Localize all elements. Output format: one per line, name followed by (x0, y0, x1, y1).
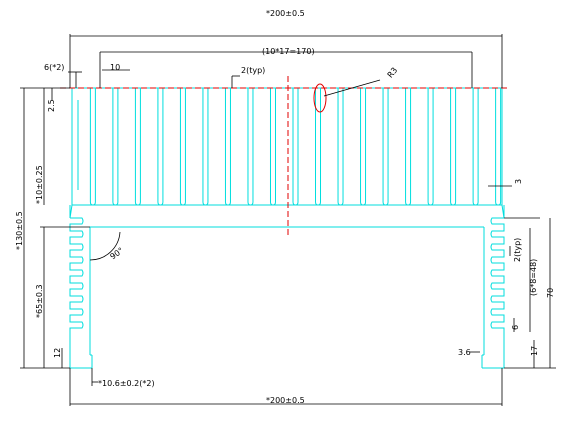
fin-slot (427, 88, 434, 206)
fin-slot (405, 88, 412, 206)
left-leg-teeth (69, 217, 84, 368)
dim-base-thickness: *10±0.25 (35, 165, 44, 204)
fin-slot (360, 88, 367, 206)
angle-arc (89, 231, 121, 261)
fin-slot (337, 88, 344, 206)
fin-slot (495, 88, 502, 206)
fin-slot (89, 88, 96, 206)
right-leg-teeth (490, 217, 505, 368)
dim-right-gap: 2(typ) (513, 238, 522, 262)
fin-slot (315, 88, 322, 206)
fin-slot (134, 88, 141, 206)
fin-slot (202, 88, 209, 206)
dim-overall-height: *130±0.5 (15, 211, 24, 250)
fin-slot (269, 88, 276, 206)
dim-bottom-overall: *200±0.5 (266, 396, 305, 405)
fin-slot (112, 88, 119, 206)
dim-foot-width: *10.6±0.2(*2) (98, 379, 155, 388)
fin-slot (224, 88, 231, 206)
fin-slot (292, 88, 299, 206)
dim-right-inset: 3 (514, 179, 523, 184)
fin-slot (472, 88, 479, 206)
heatsink-profile (69, 87, 505, 369)
dim-right-height: 70 (546, 288, 555, 298)
left-corner (69, 204, 73, 219)
fin-slot (247, 88, 254, 206)
dim-fin-span: (10*17=170) (262, 47, 315, 56)
fin-slot (450, 88, 457, 206)
dim-edge-fin: 6(*2) (44, 63, 64, 72)
right-corner (501, 204, 505, 219)
dim-right-span: (6*8=48) (529, 259, 538, 296)
fin-slot (157, 88, 164, 206)
centerlines (60, 76, 508, 238)
dim-leg-bottom: 12 (53, 348, 62, 358)
dim-right-bottom: 17 (530, 346, 539, 356)
highlight-ellipse (313, 83, 327, 113)
fin-slot (179, 88, 186, 206)
dim-angle: 90° (108, 246, 125, 262)
dim-right-tooth: 6 (511, 325, 520, 330)
dim-top-overall: *200±0.5 (266, 9, 305, 18)
dim-fin-width: 10 (110, 63, 120, 72)
fin-slot (382, 88, 389, 206)
dim-leg-height: *65±0.3 (35, 284, 44, 318)
dimension-lines (20, 34, 556, 406)
dim-top-lip: 2.5 (47, 99, 56, 112)
dim-radius: R3 (386, 66, 400, 80)
leader-radius (323, 79, 381, 97)
dim-fin-gap: 2(typ) (241, 66, 265, 75)
dim-foot-right: 3.6 (458, 348, 471, 357)
